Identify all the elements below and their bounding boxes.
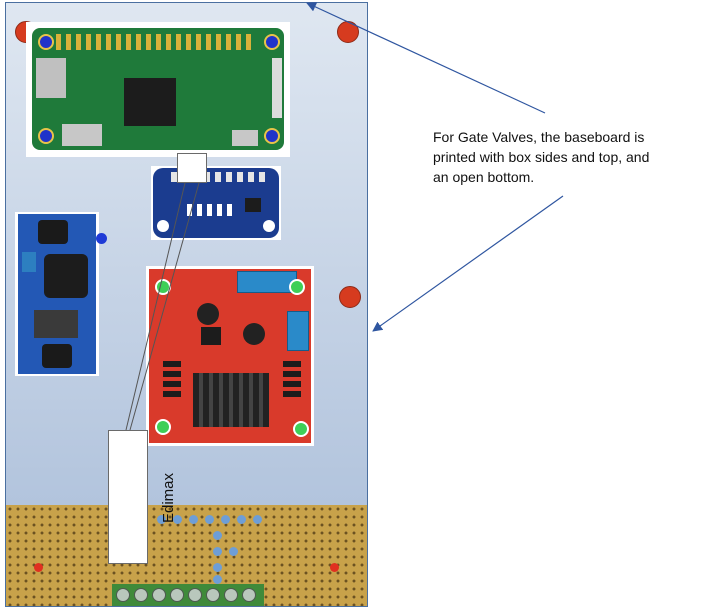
pi-mount-hole (38, 34, 54, 50)
callout-arrow-side (372, 195, 564, 332)
caption-line: For Gate Valves, the baseboard is (433, 129, 645, 145)
solder-dot (213, 563, 222, 572)
diode-array (163, 357, 181, 397)
ads-header-pins (171, 172, 267, 182)
edimax-cable-line (129, 182, 200, 431)
ads-resistors (187, 204, 235, 216)
potentiometer (22, 252, 36, 272)
buck-mount-marker (96, 233, 107, 244)
hdmi-port (62, 124, 102, 146)
usb-port (232, 130, 258, 146)
perfboard-mount-hole (34, 563, 43, 572)
solder-dot (157, 515, 166, 524)
screw-terminal (134, 588, 148, 602)
capacitor (243, 323, 265, 345)
caption-line: printed with box sides and top, and (433, 149, 650, 165)
edimax-dongle-connector (177, 153, 207, 183)
regulator-chip (34, 310, 78, 338)
callout-arrow-top (306, 2, 546, 114)
screw-terminal (206, 588, 220, 602)
raspberry-pi-zero (26, 22, 290, 157)
inductor (44, 254, 88, 298)
solder-dot (237, 515, 246, 524)
capacitor (38, 220, 68, 244)
solder-dot (229, 547, 238, 556)
l298-mount-hole (289, 279, 305, 295)
soc-chip (124, 78, 176, 126)
perfboard-mount-hole (330, 563, 339, 572)
solder-dot (253, 515, 262, 524)
regulator-chip (201, 327, 221, 345)
pi-mount-hole (264, 34, 280, 50)
edimax-dongle: Edimax (108, 430, 177, 564)
caption-line: an open bottom. (433, 169, 535, 185)
pi-mount-hole (264, 128, 280, 144)
screw-terminal-block (287, 311, 309, 351)
capacitor (42, 344, 72, 368)
l298-mount-hole (293, 421, 309, 437)
solder-dot (213, 575, 222, 584)
diode-array (283, 357, 301, 397)
gpio-header (56, 34, 256, 50)
pi-mount-hole (38, 128, 54, 144)
screw-terminal (188, 588, 202, 602)
screw-terminal (116, 588, 130, 602)
buck-pcb (18, 214, 96, 374)
buck-converter-module (15, 212, 99, 376)
solder-dot (189, 515, 198, 524)
sd-card-slot (36, 58, 66, 98)
l298n-pcb (149, 269, 311, 443)
ads1115-pcb (153, 168, 279, 238)
l298n-motor-driver (146, 266, 314, 446)
solder-dot (173, 515, 182, 524)
camera-connector (272, 58, 282, 118)
screw-terminal (170, 588, 184, 602)
screw-terminal (242, 588, 256, 602)
screw-terminal-strip (112, 584, 264, 606)
ads-chip (245, 198, 261, 212)
solder-dot (221, 515, 230, 524)
ads1115-adc-board (151, 166, 281, 240)
solder-dot (213, 547, 222, 556)
screw-terminal (152, 588, 166, 602)
solder-dot (213, 531, 222, 540)
pi-zero-pcb (32, 28, 284, 150)
mounting-hole-right-middle (339, 286, 361, 308)
edimax-cable-line (125, 182, 186, 431)
screw-terminal (224, 588, 238, 602)
heatsink (193, 373, 269, 427)
l298-mount-hole (155, 419, 171, 435)
capacitor (197, 303, 219, 325)
solder-dot (205, 515, 214, 524)
ads-mount-hole (263, 220, 275, 232)
ads-mount-hole (157, 220, 169, 232)
caption-text: For Gate Valves, the baseboard is printe… (433, 127, 702, 187)
